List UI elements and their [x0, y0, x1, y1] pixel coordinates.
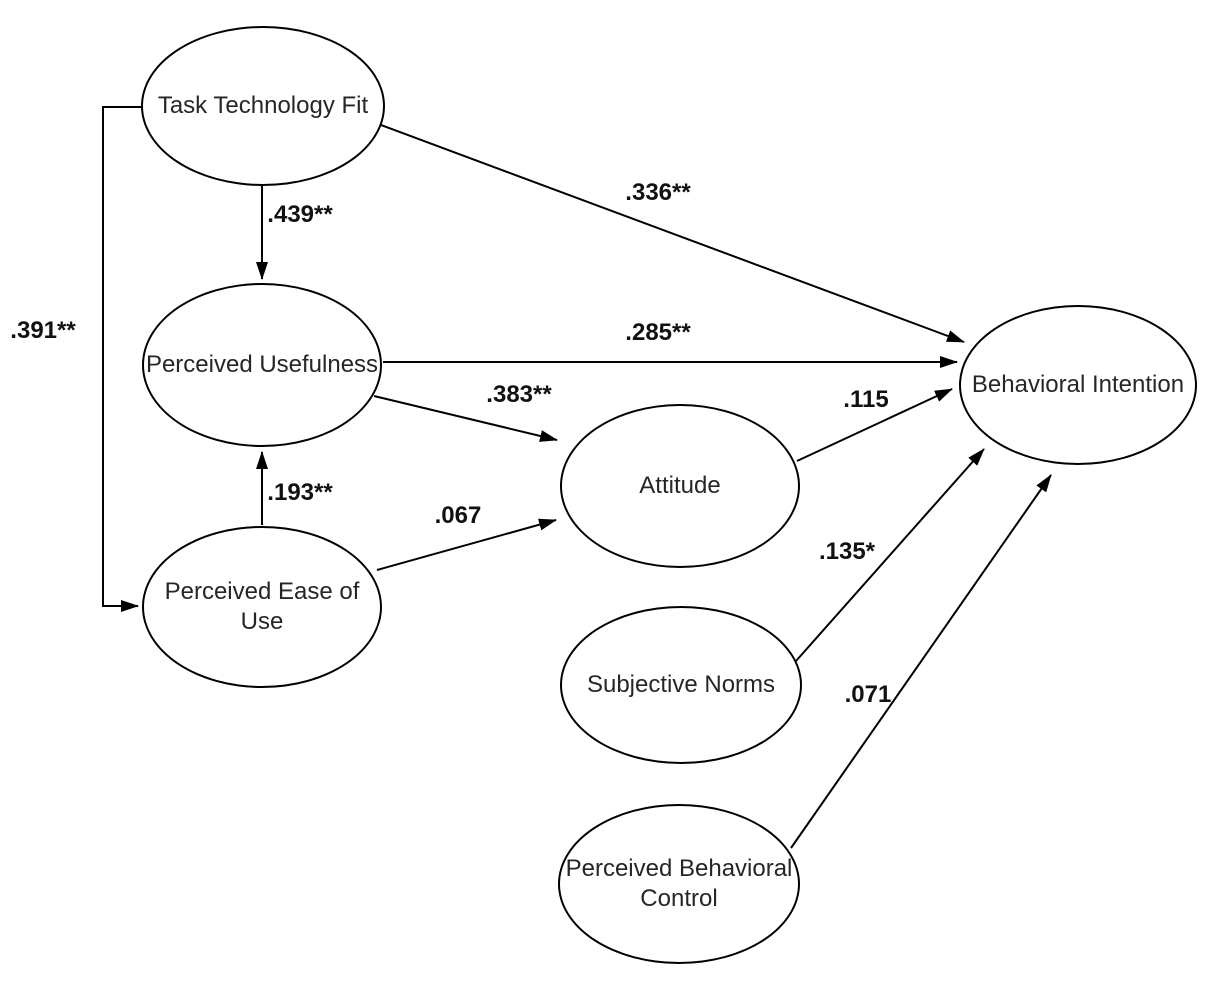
coefficient-ttf-to-bi: .336**	[625, 179, 691, 206]
coefficient-peou-to-att: .067	[434, 502, 482, 529]
edge-sn-to-bi	[795, 448, 985, 662]
coefficient-peou-to-pu: .193**	[267, 479, 333, 506]
node-perceived-usefulness: Perceived Usefulness	[142, 283, 382, 447]
node-task-technology-fit: Task Technology Fit	[141, 26, 385, 186]
node-label-behavioral-intention: Behavioral Intention	[971, 371, 1185, 398]
edge-peou-to-att	[376, 518, 557, 571]
edge-att-to-bi	[796, 388, 953, 462]
coefficient-ttf-to-peou: .391**	[10, 317, 76, 344]
edge-pu-to-att	[373, 395, 558, 442]
node-label-perceived-ease-of-use: Perceived Ease of Use	[164, 578, 360, 635]
coefficient-pu-to-att: .383**	[486, 381, 552, 408]
coefficient-sn-to-bi: .135*	[818, 538, 876, 565]
coefficient-att-to-bi: .115	[843, 386, 889, 413]
node-behavioral-intention: Behavioral Intention	[959, 305, 1197, 465]
node-subjective-norms: Subjective Norms	[560, 606, 802, 764]
node-perceived-behavioral-control: Perceived Behavioral Control	[558, 804, 800, 964]
edge-ttf-to-peou	[102, 106, 141, 612]
coefficient-pbc-to-bi: .071	[844, 681, 892, 708]
edge-ttf-to-bi	[380, 124, 965, 343]
node-label-task-technology-fit: Task Technology Fit	[157, 92, 369, 119]
coefficient-pu-to-bi: .285**	[625, 319, 691, 346]
node-label-perceived-behavioral-control: Perceived Behavioral Control	[565, 855, 793, 912]
node-label-perceived-usefulness: Perceived Usefulness	[145, 351, 379, 378]
node-label-subjective-norms: Subjective Norms	[586, 671, 776, 698]
node-label-attitude: Attitude	[639, 472, 721, 499]
edge-pbc-to-bi	[790, 474, 1052, 849]
coefficient-ttf-to-pu: .439**	[267, 201, 333, 228]
node-attitude: Attitude	[560, 404, 800, 568]
node-perceived-ease-of-use: Perceived Ease of Use	[142, 526, 382, 688]
